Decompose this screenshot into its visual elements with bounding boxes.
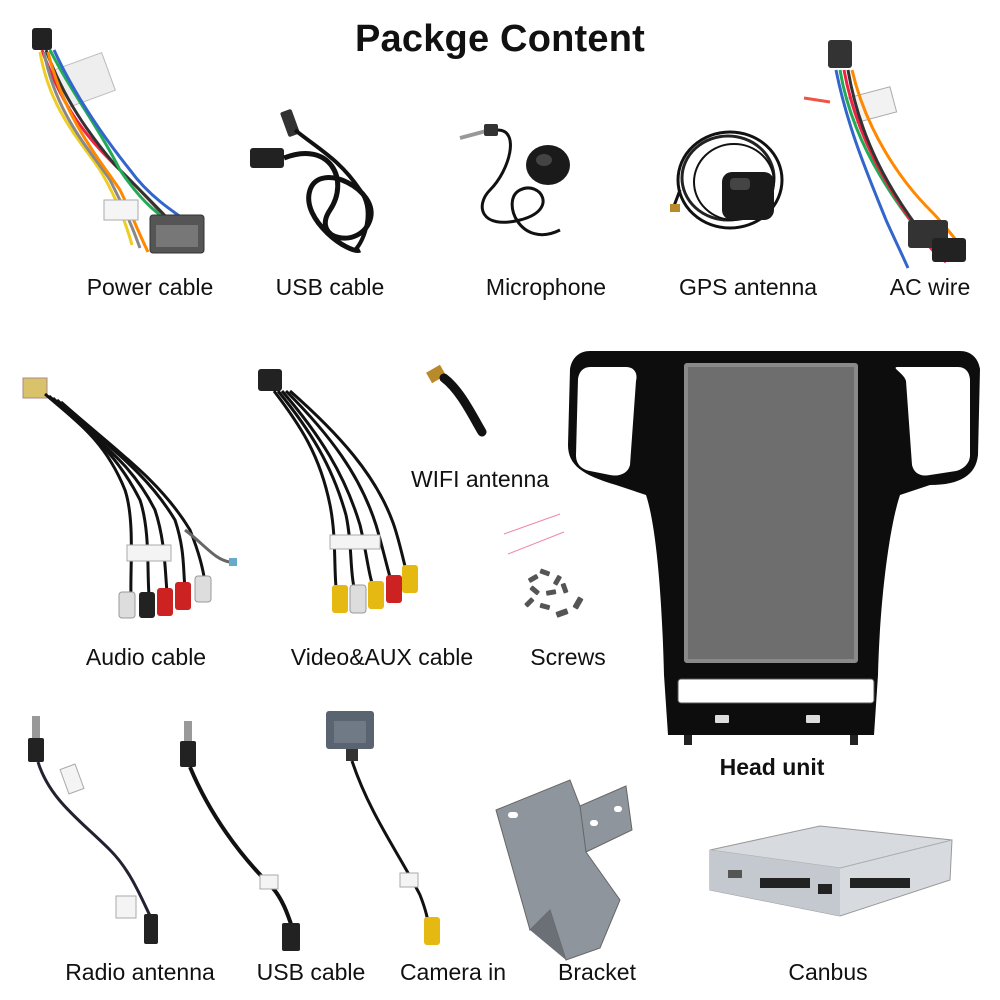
camera-in-label: Camera in [399, 959, 507, 985]
wifi-antenna-item: WIFI antenna [400, 360, 570, 495]
head-unit-label: Head unit [719, 754, 825, 780]
head-unit-item: Head unit [560, 345, 990, 785]
canbus-label: Canbus [788, 959, 868, 985]
screws-item: Screws [500, 510, 640, 680]
audio-cable-image [22, 377, 237, 619]
wifi-antenna-image [426, 364, 487, 437]
bracket-label: Bracket [558, 959, 636, 985]
canbus-item: Canbus [700, 820, 960, 995]
ac-wire-item: AC wire [790, 30, 990, 300]
power-cable-item: Power cable [20, 20, 230, 300]
bracket-item: Bracket [490, 770, 650, 995]
microphone-label: Microphone [485, 274, 607, 300]
usb-cable-bottom-label: USB cable [256, 959, 366, 985]
ac-wire-image [803, 40, 966, 269]
gps-antenna-label: GPS antenna [678, 274, 818, 300]
ac-wire-label: AC wire [889, 274, 971, 300]
microphone-image [459, 124, 570, 237]
usb-cable-bottom-item: USB cable [170, 715, 365, 995]
audio-cable-item: Audio cable [15, 370, 245, 680]
bracket-image [495, 779, 633, 961]
gps-antenna-image [670, 130, 784, 230]
usb-cable-top-image [250, 109, 374, 253]
video-aux-cable-label: Video&AUX cable [290, 644, 474, 670]
canbus-image [709, 825, 953, 917]
page-title: Packge Content [355, 18, 645, 60]
power-cable-image [32, 28, 205, 254]
screws-image [503, 513, 584, 618]
microphone-item: Microphone [450, 110, 640, 300]
camera-in-item: Camera in [320, 705, 520, 995]
video-aux-cable-item: Video&AUX cable [250, 365, 500, 680]
gps-antenna-item: GPS antenna [660, 120, 840, 300]
radio-antenna-image [28, 716, 158, 944]
head-unit-image [568, 351, 980, 745]
usb-cable-top-item: USB cable [240, 100, 410, 300]
camera-in-image [326, 711, 440, 945]
screws-label: Screws [530, 644, 606, 670]
power-cable-label: Power cable [86, 274, 214, 300]
wifi-antenna-label: WIFI antenna [410, 466, 550, 492]
radio-antenna-item: Radio antenna [20, 710, 240, 995]
video-aux-cable-image [258, 369, 418, 614]
usb-cable-bottom-image [180, 721, 300, 951]
radio-antenna-label: Radio antenna [65, 959, 215, 985]
usb-cable-top-label: USB cable [275, 274, 385, 300]
audio-cable-label: Audio cable [85, 644, 207, 670]
